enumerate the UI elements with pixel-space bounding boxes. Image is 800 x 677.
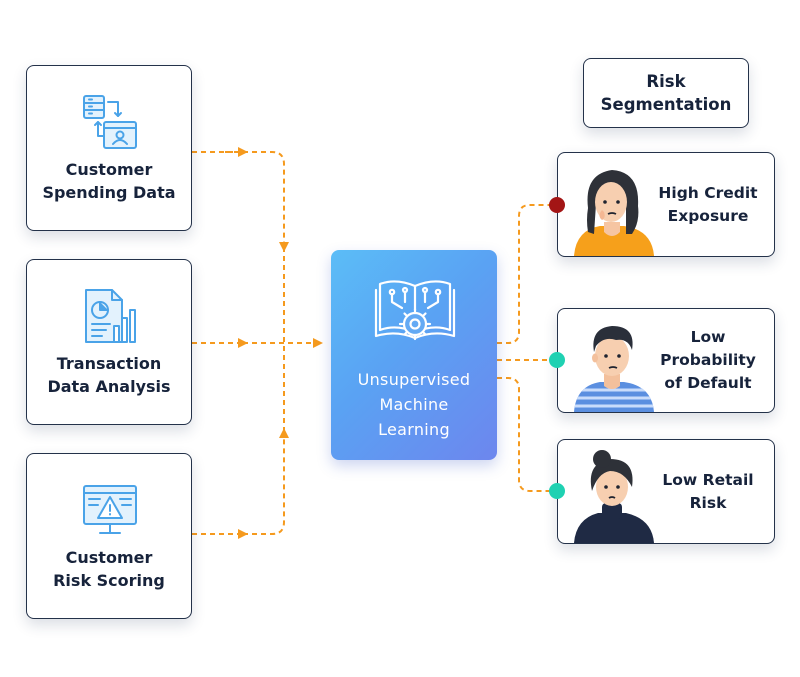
- center-label: Unsupervised Machine Learning: [357, 370, 471, 439]
- monitor-warning-icon: [83, 485, 137, 534]
- output-label: Low Probability of Default: [660, 328, 756, 392]
- connector-dot-high-credit: [549, 197, 565, 213]
- document-chart-icon: [85, 289, 136, 343]
- woman-turtleneck-avatar: [574, 450, 654, 543]
- connector-dot-low-probability: [549, 352, 565, 368]
- input-label: Customer Risk Scoring: [53, 548, 165, 590]
- connector-input-1-bend: [243, 151, 289, 252]
- input-label: Customer Spending Data: [42, 160, 176, 202]
- man-striped-shirt-avatar: [574, 326, 654, 412]
- woman-orange-shirt-avatar: [574, 170, 654, 256]
- input-card-customer-spending: Customer Spending Data: [26, 65, 192, 231]
- connector-output-3: [497, 377, 557, 492]
- output-label: Low Retail Risk: [662, 470, 754, 512]
- input-label: Transaction Data Analysis: [47, 354, 171, 396]
- data-transfer-icon: [83, 95, 137, 149]
- output-card-high-credit-exposure: High Credit Exposure: [557, 152, 775, 257]
- risk-segmentation-title: Risk Segmentation: [583, 58, 749, 128]
- input-card-customer-risk-scoring: Customer Risk Scoring: [26, 453, 192, 619]
- center-card-unsupervised-ml: Unsupervised Machine Learning: [331, 250, 497, 460]
- input-card-transaction-analysis: Transaction Data Analysis: [26, 259, 192, 425]
- output-label: High Credit Exposure: [658, 183, 758, 225]
- output-card-low-probability-default: Low Probability of Default: [557, 308, 775, 413]
- output-card-low-retail-risk: Low Retail Risk: [557, 439, 775, 544]
- connector-input-3-bend: [243, 428, 289, 535]
- connector-dot-low-retail: [549, 483, 565, 499]
- book-gear-circuit-icon: [374, 280, 456, 341]
